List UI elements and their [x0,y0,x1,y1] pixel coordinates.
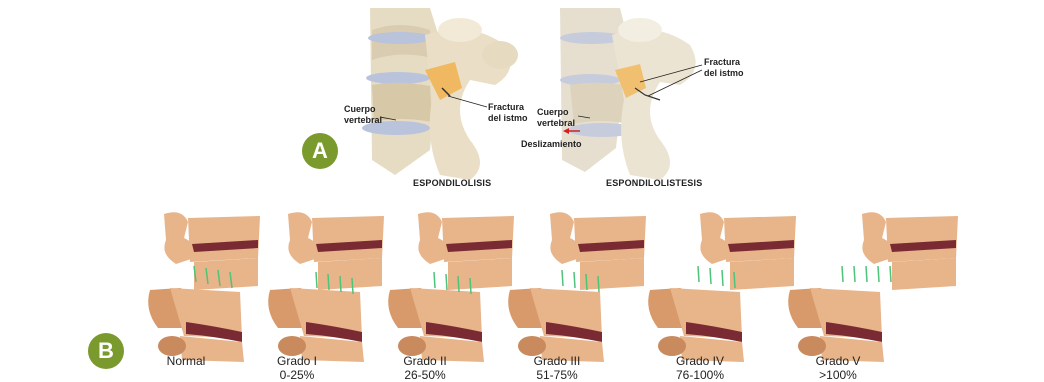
grade-name: Grado II [365,354,485,368]
grade-name: Normal [126,354,246,368]
stage-grade-3 [508,212,646,362]
stage-grade-4 [648,212,796,362]
grade-label-3: Grado III 51-75% [497,354,617,382]
stage-grade-2 [388,212,514,362]
stage-normal [148,212,260,362]
grade-name: Grado III [497,354,617,368]
grade-name: Grado V [778,354,898,368]
grade-label-5: Grado V >100% [778,354,898,382]
grade-label-normal: Normal [126,354,246,368]
grade-label-4: Grado IV 76-100% [640,354,760,382]
badge-b: B [88,333,124,369]
grade-name: Grado I [237,354,357,368]
stage-grade-5 [788,212,958,362]
stage-grade-1 [268,212,384,362]
grade-name: Grado IV [640,354,760,368]
grade-label-2: Grado II 26-50% [365,354,485,382]
grade-label-1: Grado I 0-25% [237,354,357,382]
